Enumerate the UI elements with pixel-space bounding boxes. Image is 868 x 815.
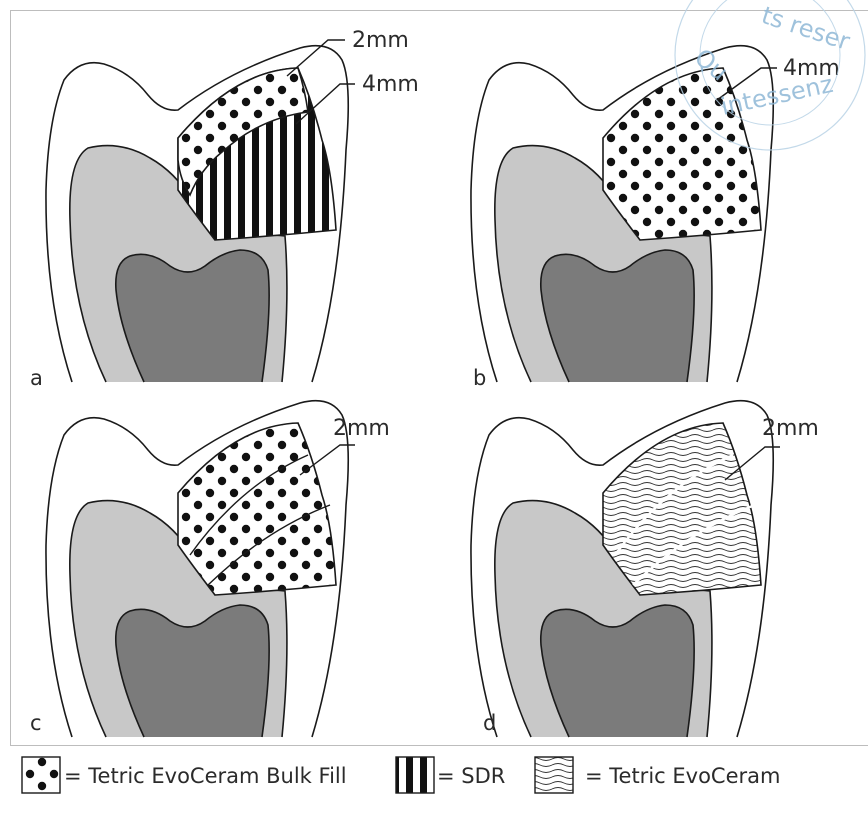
dimension-label: 4mm [362,72,419,97]
dimension-label: 2mm [333,416,390,441]
panel-letter: c [30,711,42,735]
panel-letter: b [473,366,486,390]
panel-d: 2mm d [471,401,819,737]
panel-letter: a [30,366,43,390]
dimension-label: 2mm [352,28,409,53]
panel-a: 2mm 4mm a [30,28,419,390]
panel-c: 2mm c [30,401,390,737]
legend-swatch-waves [535,757,573,793]
legend-swatch-stripes [396,757,434,793]
dimension-label: 2mm [762,416,819,441]
legend-swatch-dots [22,757,60,793]
legend-label: = Tetric EvoCeram Bulk Fill [64,764,347,788]
watermark-text: ts reser [758,1,853,56]
legend-label: = Tetric EvoCeram [585,764,780,788]
panel-letter: d [483,711,496,735]
legend: = Tetric EvoCeram Bulk Fill = SDR = Tetr… [22,757,780,793]
legend-label: = SDR [437,764,505,788]
